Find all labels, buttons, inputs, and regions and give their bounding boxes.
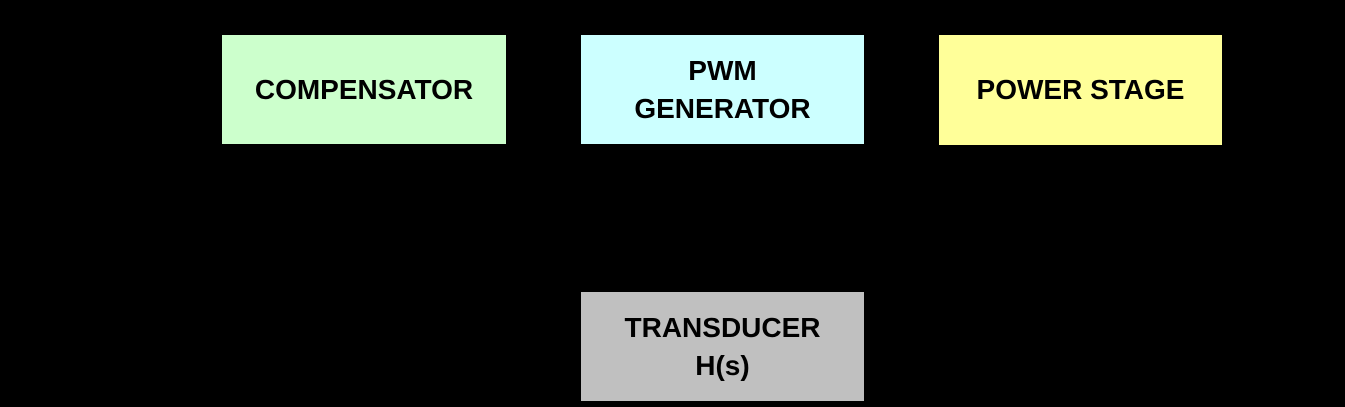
transducer-block: TRANSDUCER H(s) — [581, 292, 864, 401]
pwm-generator-block: PWM GENERATOR — [581, 35, 864, 144]
power-stage-label: POWER STAGE — [976, 74, 1185, 105]
compensator-label: COMPENSATOR — [254, 73, 474, 105]
power-stage-block: POWER STAGE — [939, 35, 1222, 145]
pwm-generator-label: PWM GENERATOR — [634, 54, 811, 124]
transducer-label: TRANSDUCER H(s) — [624, 311, 821, 381]
compensator-block: COMPENSATOR — [222, 35, 506, 144]
